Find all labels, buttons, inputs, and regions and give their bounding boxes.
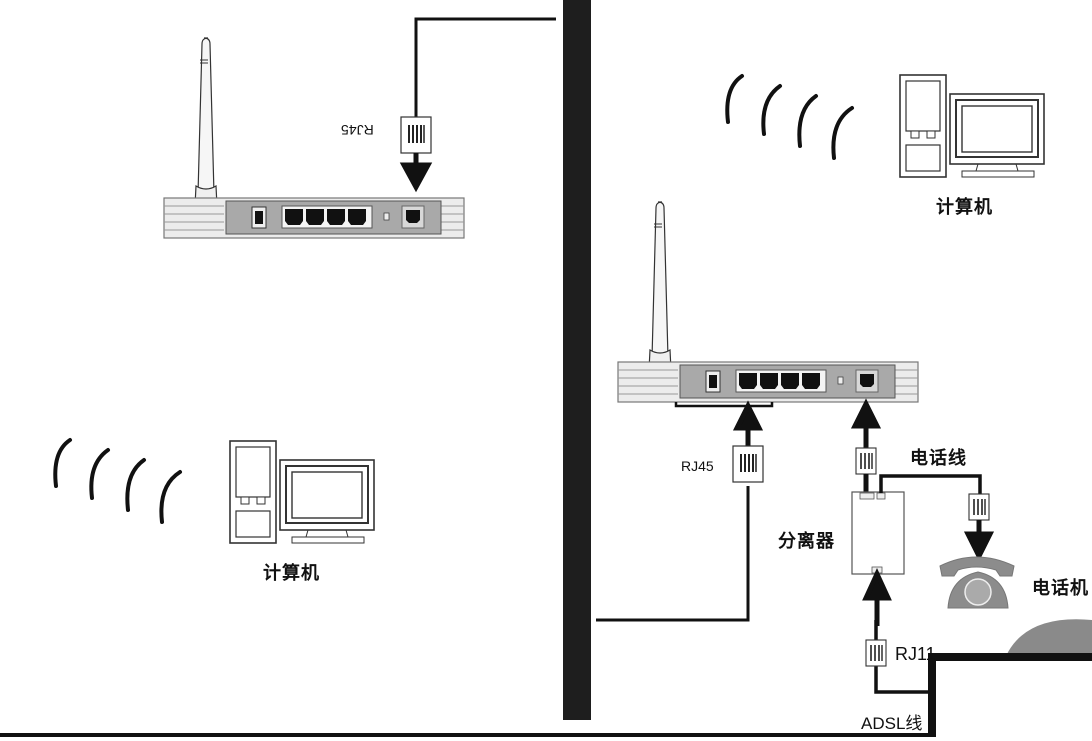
splitter-label: 分离器 [778,531,835,552]
wan-arrow-up-icon [850,398,882,450]
adsl-arrow-up-icon [862,567,892,626]
bottom-border [0,733,1092,737]
divider-wall [563,0,591,720]
right-computer-label: 计算机 [936,197,993,218]
left-wifi-waves-icon [53,438,182,524]
phone-arrow-down-icon [963,520,995,562]
lan-bracket [674,402,774,408]
adsl-label: ADSL线 [861,714,923,733]
left-arrow-down-icon [399,153,433,193]
lan-rj45-label: RJ45 [681,458,714,474]
splitter-icon [851,491,905,575]
adsl-rj11-connector-icon [865,639,887,667]
left-computer-icon [229,440,375,544]
right-wifi-waves-icon [725,74,854,160]
phone-connector-icon [968,493,990,521]
modem-frame [928,653,1092,741]
right-computer-icon [899,74,1045,178]
phone-line-cable [879,474,982,494]
left-rj45-label: RJ45 [341,122,374,138]
lan-rj45-connector-icon [732,445,764,483]
left-wan-cable [414,17,556,118]
lan-cable [596,486,750,622]
phone-label: 电话机 [1032,578,1089,599]
telephone-icon [939,556,1015,609]
left-computer-label: 计算机 [263,563,320,584]
phone-line-label: 电话线 [910,448,967,469]
left-router-icon [163,197,465,239]
right-router-icon [617,361,919,403]
wan-rj11-connector-icon [855,447,877,475]
modem-dome-icon [1006,619,1092,656]
lan-arrow-up-icon [732,400,764,446]
left-rj45-connector-icon [400,116,432,154]
rj11-label: RJ11 [895,644,936,664]
